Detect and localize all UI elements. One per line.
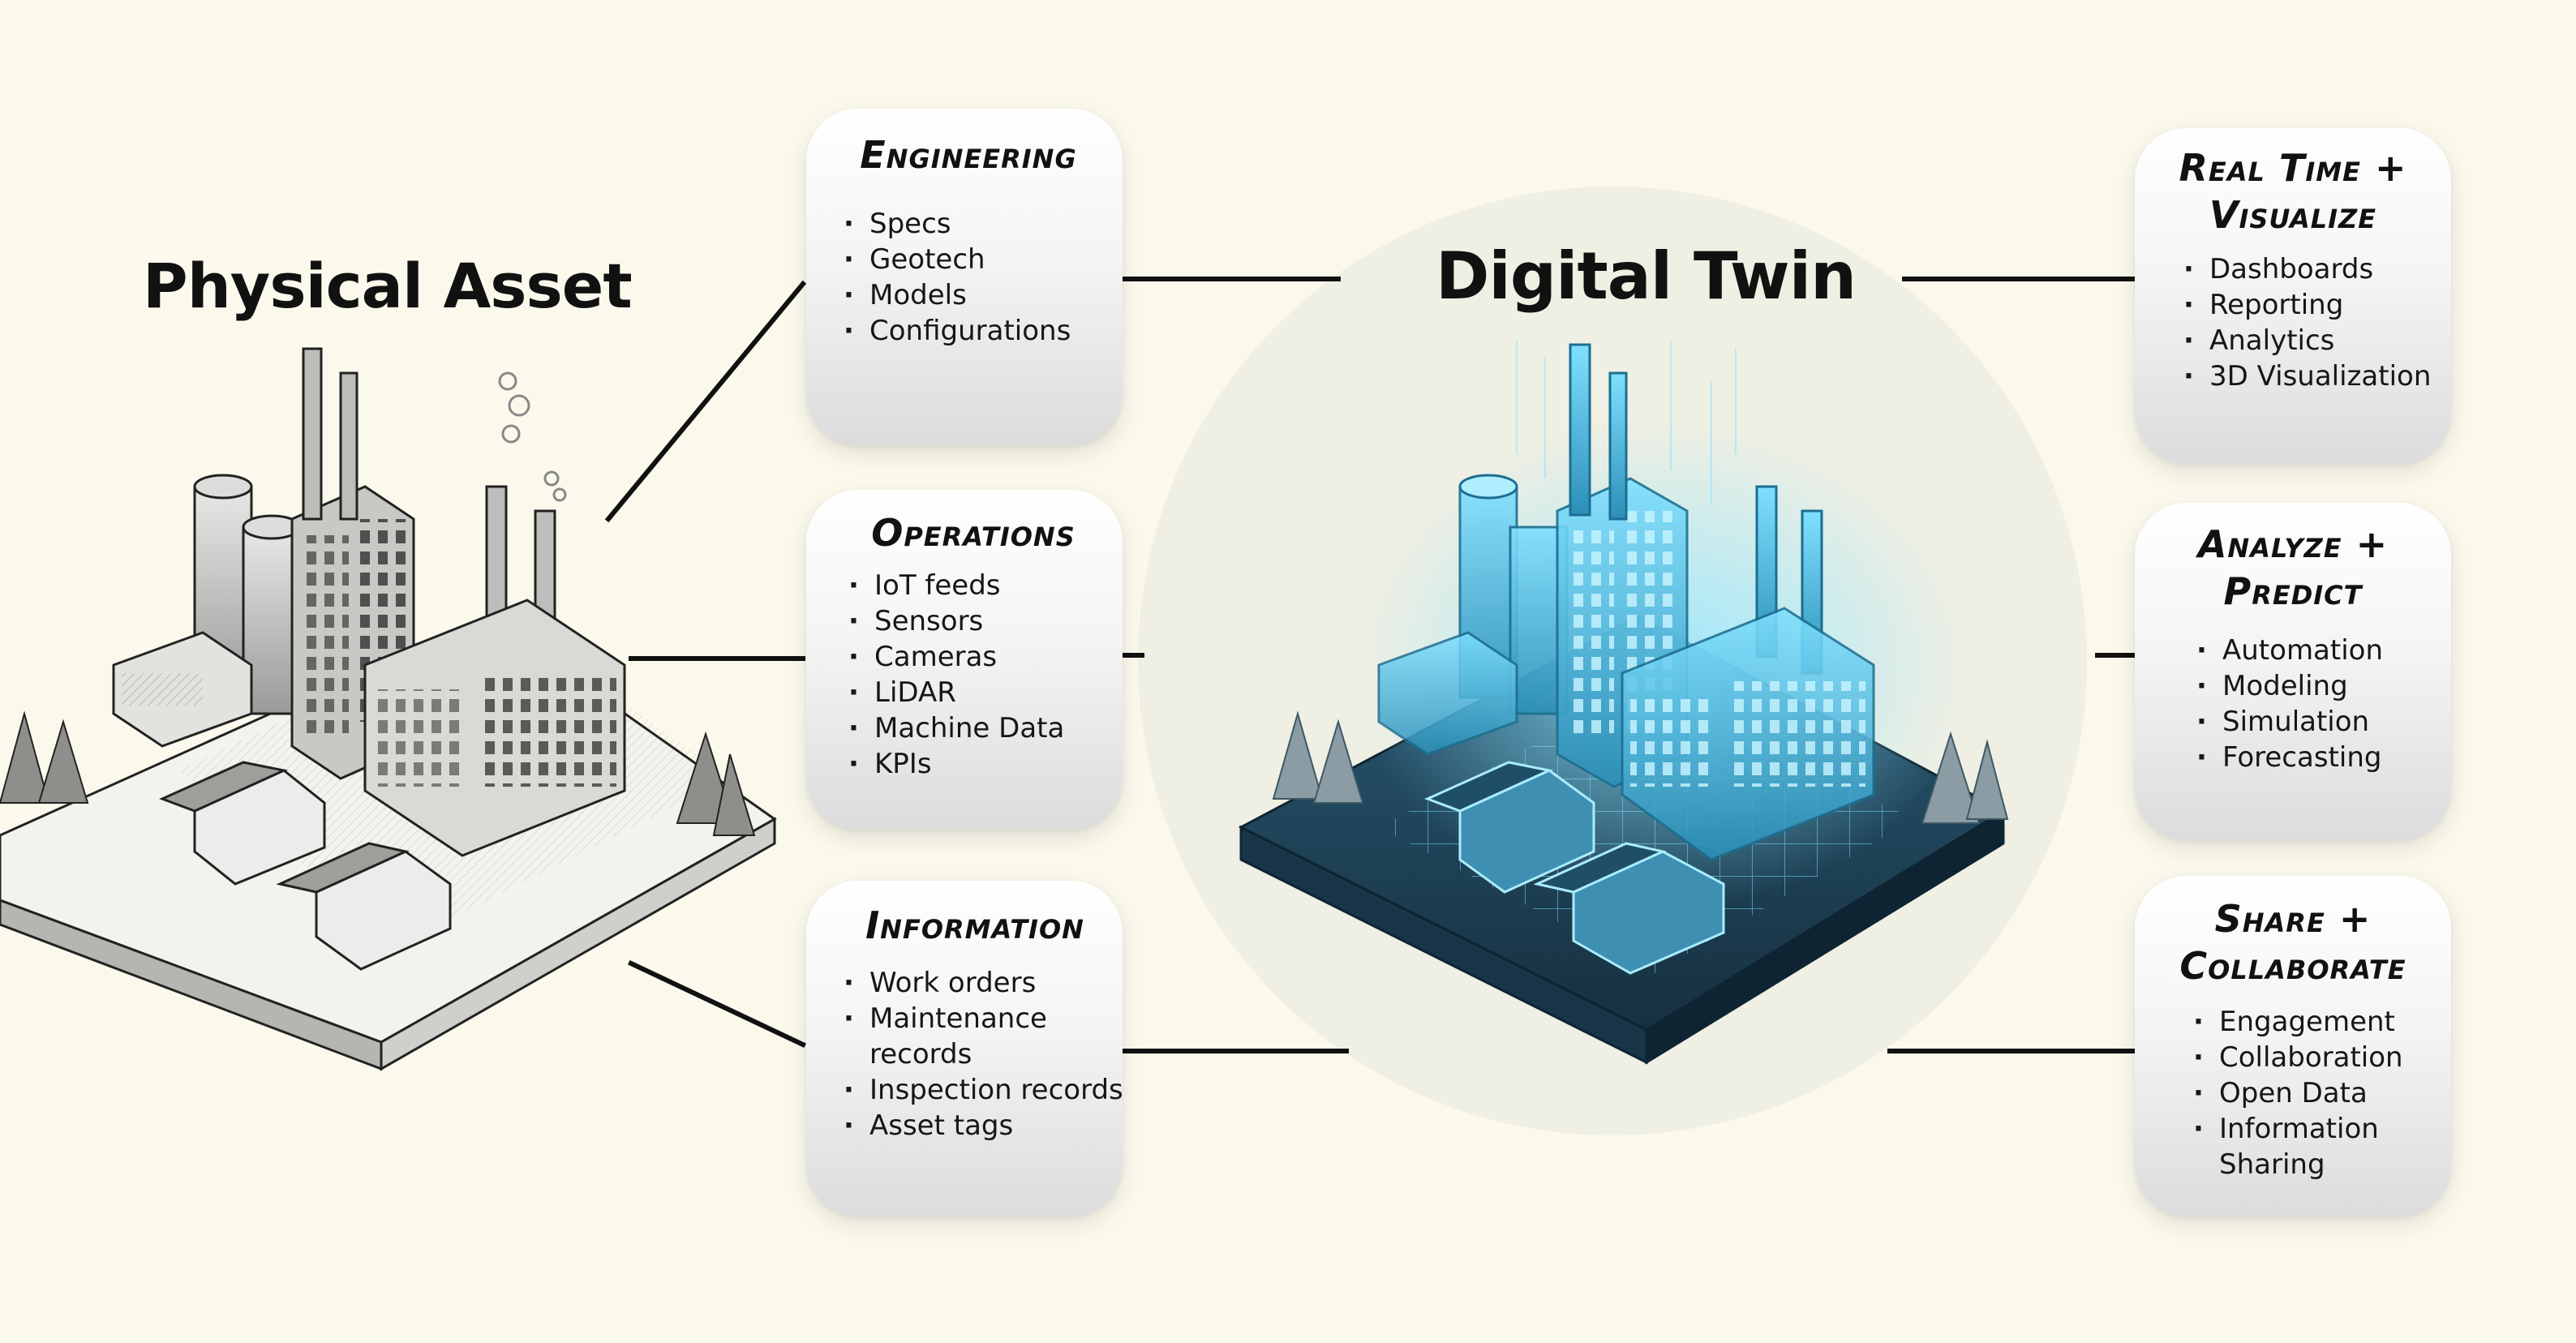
information-card: Information ·Work orders ·Maintenance re… xyxy=(806,881,1123,1216)
list-item: ·Open Data xyxy=(2193,1077,2368,1109)
list-item: ·Reporting xyxy=(2183,289,2344,321)
operations-list: ·IoT feeds ·Sensors ·Cameras ·LiDAR ·Mac… xyxy=(848,568,1098,782)
operations-card-title: Operations xyxy=(871,511,1075,555)
engineering-card-title: Engineering xyxy=(860,133,1077,177)
list-item: ·Models xyxy=(844,279,967,311)
list-item: ·Sensors xyxy=(848,605,984,637)
realtime-visualize-card-title: Real Time + Visualize xyxy=(2179,146,2407,237)
bullet-dot: · xyxy=(844,1109,854,1142)
bullet-dot: · xyxy=(2193,1077,2204,1109)
analyze-predict-card-title: Analyze + Predict xyxy=(2197,522,2389,613)
bullet-dot: · xyxy=(848,712,859,744)
list-item: ·KPIs xyxy=(848,748,932,780)
list-item: ·Work orders xyxy=(844,967,1037,999)
engineering-list: ·Specs ·Geotech ·Models ·Configurations xyxy=(844,206,1093,349)
list-item: ·Engagement xyxy=(2193,1006,2395,1038)
list-item: ·Simulation xyxy=(2196,706,2370,738)
list-item: ·Configurations xyxy=(844,315,1071,347)
bullet-dot: · xyxy=(844,1002,854,1035)
bullet-dot: · xyxy=(2196,741,2207,774)
connector-asset-information xyxy=(628,960,806,1048)
bullet-dot: · xyxy=(2183,360,2194,393)
bullet-dot: · xyxy=(844,315,854,347)
realtime-visualize-card: Real Time + Visualize ·Dashboards ·Repor… xyxy=(2135,128,2451,464)
bullet-dot: · xyxy=(848,748,859,780)
list-item: ·LiDAR xyxy=(848,676,956,709)
list-item: ·Geotech xyxy=(844,243,985,276)
list-item: ·Forecasting xyxy=(2196,741,2382,774)
physical-asset-title: Physical Asset xyxy=(143,250,633,322)
information-card-title: Information xyxy=(865,903,1084,947)
bullet-dot: · xyxy=(844,279,854,311)
bullet-dot: · xyxy=(2193,1113,2204,1145)
list-item: ·3D Visualization xyxy=(2183,360,2432,393)
list-item: ·Dashboards xyxy=(2183,253,2374,285)
list-item: ·Automation xyxy=(2196,634,2384,667)
list-item: ·Analytics xyxy=(2183,324,2335,357)
list-item: ·IoT feeds xyxy=(848,569,1001,602)
realtime-visualize-list: ·Dashboards ·Reporting ·Analytics ·3D Vi… xyxy=(2183,251,2435,394)
bullet-dot: · xyxy=(844,967,854,999)
bullet-dot: · xyxy=(2196,706,2207,738)
bullet-dot: · xyxy=(844,1074,854,1106)
analyze-predict-list: ·Automation ·Modeling ·Simulation ·Forec… xyxy=(2196,633,2435,775)
analyze-predict-card: Analyze + Predict ·Automation ·Modeling … xyxy=(2135,503,2451,840)
glowing-digital-factory-illustration xyxy=(1238,341,2009,1065)
sketched-factory-illustration xyxy=(0,347,777,1071)
connector-asset-engineering xyxy=(604,280,807,523)
bullet-dot: · xyxy=(844,243,854,276)
bullet-dot: · xyxy=(2183,324,2194,357)
share-collaborate-list: ·Engagement ·Collaboration ·Open Data ·I… xyxy=(2193,1004,2435,1182)
list-item: ·Information Sharing xyxy=(2193,1113,2379,1181)
bullet-dot: · xyxy=(2193,1041,2204,1074)
bullet-dot: · xyxy=(2196,670,2207,702)
bullet-dot: · xyxy=(2196,634,2207,667)
list-item: ·Maintenance records xyxy=(844,1002,1047,1071)
list-item: ·Asset tags xyxy=(844,1109,1014,1142)
bullet-dot: · xyxy=(844,208,854,240)
bullet-dot: · xyxy=(848,605,859,637)
bullet-dot: · xyxy=(2183,289,2194,321)
bullet-dot: · xyxy=(2183,253,2194,285)
share-collaborate-card: Share + Collaborate ·Engagement ·Collabo… xyxy=(2135,876,2451,1216)
list-item: ·Modeling xyxy=(2196,670,2348,702)
bullet-dot: · xyxy=(848,676,859,709)
list-item: ·Inspection records xyxy=(844,1074,1123,1106)
information-list: ·Work orders ·Maintenance records ·Inspe… xyxy=(844,965,1123,1143)
digital-twin-title: Digital Twin xyxy=(1436,238,1857,314)
bullet-dot: · xyxy=(848,569,859,602)
bullet-dot: · xyxy=(848,641,859,673)
list-item: ·Cameras xyxy=(848,641,998,673)
list-item: ·Specs xyxy=(844,208,951,240)
list-item: ·Collaboration xyxy=(2193,1041,2403,1074)
bullet-dot: · xyxy=(2193,1006,2204,1038)
list-item: ·Machine Data xyxy=(848,712,1065,744)
engineering-card: Engineering ·Specs ·Geotech ·Models ·Con… xyxy=(806,109,1123,446)
share-collaborate-card-title: Share + Collaborate xyxy=(2179,897,2406,988)
operations-card: Operations ·IoT feeds ·Sensors ·Cameras … xyxy=(806,490,1123,830)
